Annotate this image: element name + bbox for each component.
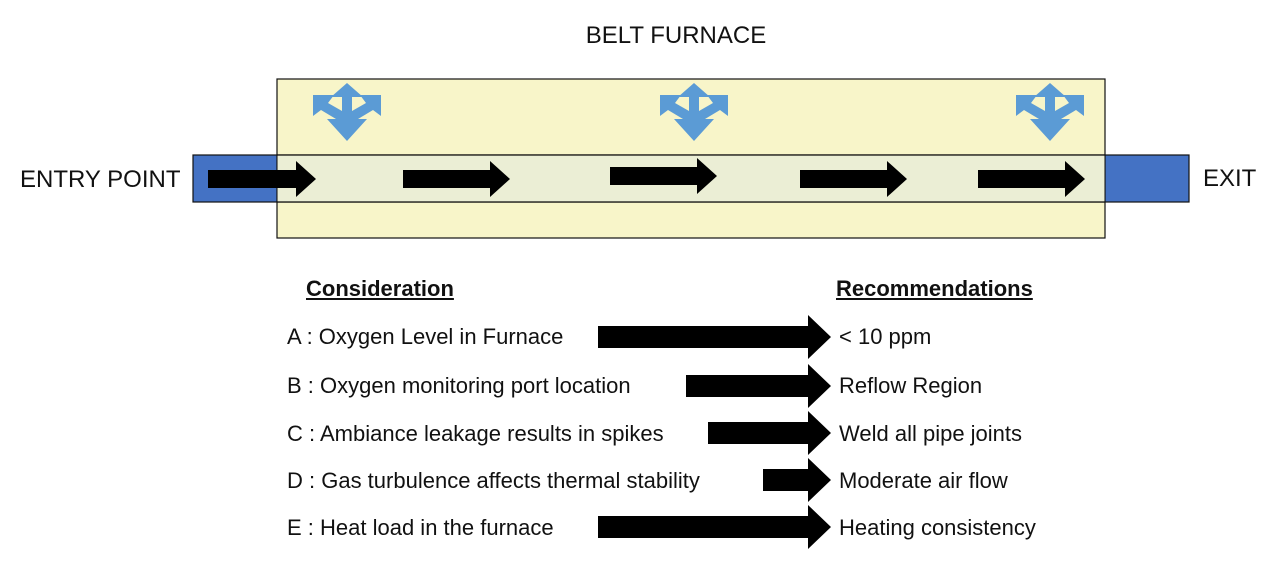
consideration-text: C : Ambiance leakage results in spikes <box>287 421 664 446</box>
exit-endcap <box>1094 155 1189 202</box>
right-arrow-icon <box>686 364 831 408</box>
consideration-text: D : Gas turbulence affects thermal stabi… <box>287 468 700 493</box>
right-arrow-icon <box>800 161 907 197</box>
recommendation-text: Moderate air flow <box>839 468 1008 493</box>
right-arrow-icon <box>610 158 717 194</box>
diagram-title: BELT FURNACE <box>585 22 767 49</box>
right-arrow-icon <box>708 411 831 455</box>
consideration-text: E : Heat load in the furnace <box>287 515 554 540</box>
entry-point-label: ENTRY POINT <box>20 166 181 193</box>
right-arrow-icon <box>598 315 831 359</box>
right-arrow-icon <box>403 161 510 197</box>
recommendation-header: Recommendations <box>836 276 1033 301</box>
right-arrow-icon <box>978 161 1085 197</box>
consideration-header: Consideration <box>306 276 454 301</box>
right-arrow-icon <box>763 458 831 502</box>
consideration-text: A : Oxygen Level in Furnace <box>287 324 564 349</box>
recommendation-text: Heating consistency <box>839 515 1036 540</box>
right-arrow-icon <box>208 161 316 197</box>
right-arrow-icon <box>598 505 831 549</box>
recommendation-text: Reflow Region <box>839 373 983 398</box>
recommendation-text: < 10 ppm <box>839 324 932 349</box>
exit-label: EXIT <box>1203 165 1257 192</box>
recommendation-text: Weld all pipe joints <box>839 421 1023 446</box>
consideration-text: B : Oxygen monitoring port location <box>287 373 631 398</box>
